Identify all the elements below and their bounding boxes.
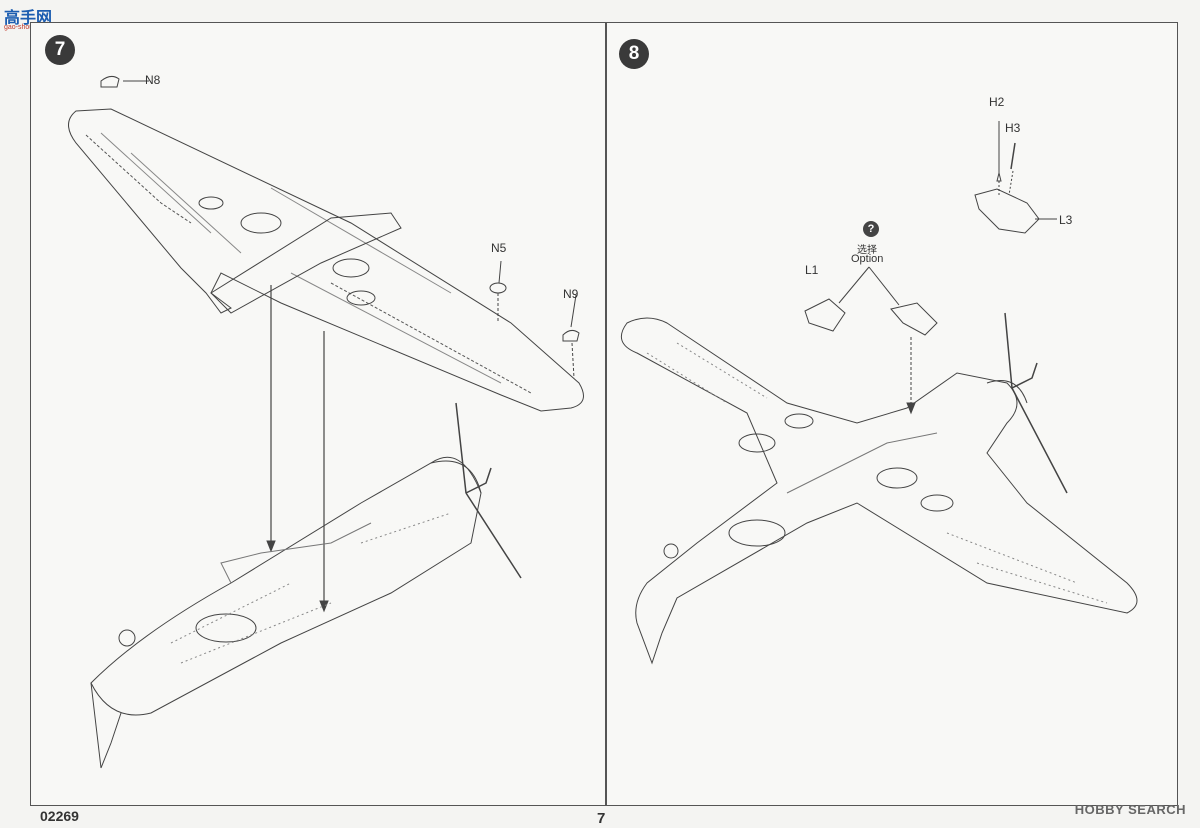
step-7-illustration — [68, 75, 584, 769]
option-label-cn: 选择 — [857, 245, 877, 256]
part-n8-shape — [100, 75, 120, 88]
part-label-l1: L1 — [805, 263, 819, 277]
part-l3-shape — [974, 188, 1040, 234]
part-h3-shape — [1010, 142, 1016, 170]
part-h2-shape — [996, 121, 1002, 182]
part-n5-shape — [489, 282, 507, 294]
part-label-n5: N5 — [491, 241, 507, 255]
part-label-l3: L3 — [1059, 213, 1073, 227]
product-code: 02269 — [40, 808, 79, 824]
step-number-badge: 8 — [619, 39, 649, 69]
page-number: 7 — [597, 810, 606, 827]
wing-outline — [68, 108, 584, 412]
step-8-panel: 8 — [606, 22, 1178, 806]
part-l1-alt-shape — [890, 302, 938, 336]
part-n9-shape — [562, 329, 580, 342]
step-7-panel: 7 — [30, 22, 606, 806]
part-l1-shape — [804, 298, 846, 332]
part-label-h3: H3 — [1005, 121, 1021, 135]
step-8-illustration — [620, 121, 1138, 665]
step-number-badge: 7 — [45, 35, 75, 65]
part-label-n8: N8 — [145, 73, 161, 87]
option-label-en: Option — [851, 253, 884, 265]
site-logo-sub: gao-shou.com — [4, 24, 49, 31]
part-label-h2: H2 — [989, 95, 1005, 109]
hobby-search-watermark: HOBBY SEARCH — [1074, 802, 1186, 817]
option-question-icon: ? — [863, 221, 879, 237]
fuselage-outline — [90, 460, 482, 716]
airframe-outline — [620, 317, 1138, 665]
part-label-n9: N9 — [563, 287, 579, 301]
